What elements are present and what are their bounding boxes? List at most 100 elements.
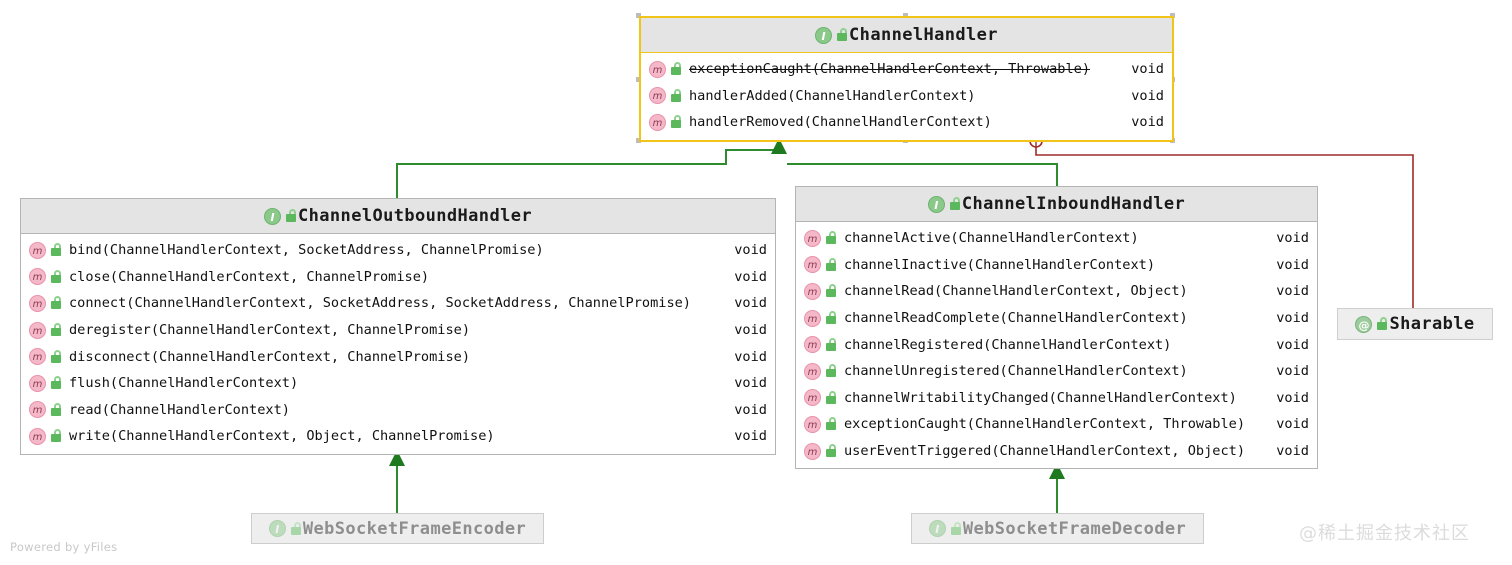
class-node-members: m bind(ChannelHandlerContext, SocketAddr… [21,234,775,454]
selection-handle-ne[interactable] [1170,13,1175,18]
member-signature: channelWritabilityChanged(ChannelHandler… [844,389,1237,406]
member-return-type: void [1131,87,1164,104]
method-icon: m [29,348,46,366]
member-signature: close(ChannelHandlerContext, ChannelProm… [69,268,430,285]
class-node-websocketframeencoder[interactable]: I WebSocketFrameEncoder [251,513,544,544]
class-name-label: ChannelOutboundHandler [298,206,532,226]
public-lock-icon [1376,317,1389,331]
member-row[interactable]: m channelActive(ChannelHandlerContext) v… [796,225,1317,252]
class-node-members: m channelActive(ChannelHandlerContext) v… [796,222,1317,468]
method-icon: m [804,336,821,354]
class-node-channeloutboundhandler[interactable]: I ChannelOutboundHandler m bind(ChannelH… [20,198,776,455]
member-return-type: void [734,428,767,445]
member-row[interactable]: m channelRead(ChannelHandlerContext, Obj… [796,278,1317,305]
public-lock-icon [50,376,63,390]
selection-handle-n[interactable] [903,13,908,18]
public-lock-icon [290,521,303,536]
method-icon: m [649,60,666,78]
annotation-name-label: Sharable [1389,314,1475,334]
class-node-header: I WebSocketFrameDecoder [912,514,1203,543]
public-lock-icon [670,62,683,76]
member-return-type: void [1276,389,1309,406]
public-lock-icon [949,197,962,211]
public-lock-icon [825,337,838,352]
interface-icon: I [927,195,945,213]
class-node-header: I ChannelInboundHandler [796,187,1317,222]
public-lock-icon [825,444,838,458]
selection-handle-sw[interactable] [636,138,641,143]
member-return-type: void [1276,230,1309,247]
member-row[interactable]: m flush(ChannelHandlerContext) void [21,370,775,397]
member-row[interactable]: m channelUnregistered(ChannelHandlerCont… [796,358,1317,385]
member-row[interactable]: m channelRegistered(ChannelHandlerContex… [796,331,1317,358]
class-node-channelhandler[interactable]: I ChannelHandler m exceptionCaught(Chann… [639,16,1174,142]
class-node-channelinboundhandler[interactable]: I ChannelInboundHandler m channelActive(… [795,186,1318,470]
public-lock-icon [825,231,838,245]
member-return-type: void [1276,283,1309,300]
selection-handle-w[interactable] [636,77,641,82]
member-return-type: void [734,295,767,312]
member-return-type: void [734,401,767,418]
member-return-type: void [734,268,767,285]
public-lock-icon [285,209,298,223]
member-row[interactable]: m channelWritabilityChanged(ChannelHandl… [796,385,1317,412]
member-signature: channelInactive(ChannelHandlerContext) [844,256,1155,273]
member-row[interactable]: m deregister(ChannelHandlerContext, Chan… [21,317,775,344]
member-signature: userEventTriggered(ChannelHandlerContext… [844,443,1246,460]
public-lock-icon [825,390,838,405]
public-lock-icon [950,521,963,536]
member-row[interactable]: m read(ChannelHandlerContext) void [21,397,775,424]
method-icon: m [649,87,666,105]
annotation-icon: @ [1355,315,1373,333]
member-row[interactable]: m exceptionCaught(ChannelHandlerContext,… [641,56,1172,83]
member-signature: channelRead(ChannelHandlerContext, Objec… [844,283,1188,300]
method-icon: m [804,389,821,407]
member-signature: read(ChannelHandlerContext) [69,401,290,418]
member-signature: exceptionCaught(ChannelHandlerContext, T… [844,416,1246,433]
member-row[interactable]: m channelInactive(ChannelHandlerContext)… [796,252,1317,279]
member-return-type: void [1276,443,1309,460]
member-return-type: void [1276,336,1309,353]
public-lock-icon [825,417,838,431]
member-row[interactable]: m close(ChannelHandlerContext, ChannelPr… [21,264,775,291]
member-signature: channelReadComplete(ChannelHandlerContex… [844,310,1188,327]
class-node-websocketframedecoder[interactable]: I WebSocketFrameDecoder [911,513,1204,544]
class-node-members: m exceptionCaught(ChannelHandlerContext,… [641,53,1172,140]
member-row[interactable]: m bind(ChannelHandlerContext, SocketAddr… [21,237,775,264]
interface-icon: I [815,26,833,44]
class-name-label: ChannelHandler [849,25,998,45]
class-node-header: I ChannelOutboundHandler [21,199,775,234]
method-icon: m [29,268,46,286]
public-lock-icon [50,243,63,257]
member-signature: channelActive(ChannelHandlerContext) [844,230,1139,247]
method-icon: m [29,401,46,419]
public-lock-icon [825,257,838,272]
method-icon: m [29,321,46,339]
member-row[interactable]: m write(ChannelHandlerContext, Object, C… [21,423,775,450]
public-lock-icon [50,269,63,284]
member-row[interactable]: m exceptionCaught(ChannelHandlerContext,… [796,411,1317,438]
member-row[interactable]: m disconnect(ChannelHandlerContext, Chan… [21,343,775,370]
member-signature: handlerAdded(ChannelHandlerContext) [689,87,976,104]
interface-icon: I [928,520,946,537]
method-icon: m [29,241,46,259]
method-icon: m [804,362,821,380]
method-icon: m [804,256,821,274]
member-row[interactable]: m handlerRemoved(ChannelHandlerContext) … [641,109,1172,136]
member-return-type: void [734,322,767,339]
public-lock-icon [50,349,63,364]
member-return-type: void [1276,416,1309,433]
method-icon: m [649,113,666,131]
member-row[interactable]: m connect(ChannelHandlerContext, SocketA… [21,290,775,317]
method-icon: m [29,294,46,312]
member-row[interactable]: m userEventTriggered(ChannelHandlerConte… [796,438,1317,465]
member-row[interactable]: m channelReadComplete(ChannelHandlerCont… [796,305,1317,332]
public-lock-icon [50,429,63,443]
annotation-node-header: @ Sharable [1338,309,1492,339]
selection-handle-nw[interactable] [636,13,641,18]
member-signature: exceptionCaught(ChannelHandlerContext, T… [689,61,1091,78]
interface-icon: I [268,520,286,537]
member-return-type: void [1131,61,1164,78]
annotation-node-sharable[interactable]: @ Sharable [1337,308,1493,340]
member-row[interactable]: m handlerAdded(ChannelHandlerContext) vo… [641,83,1172,110]
